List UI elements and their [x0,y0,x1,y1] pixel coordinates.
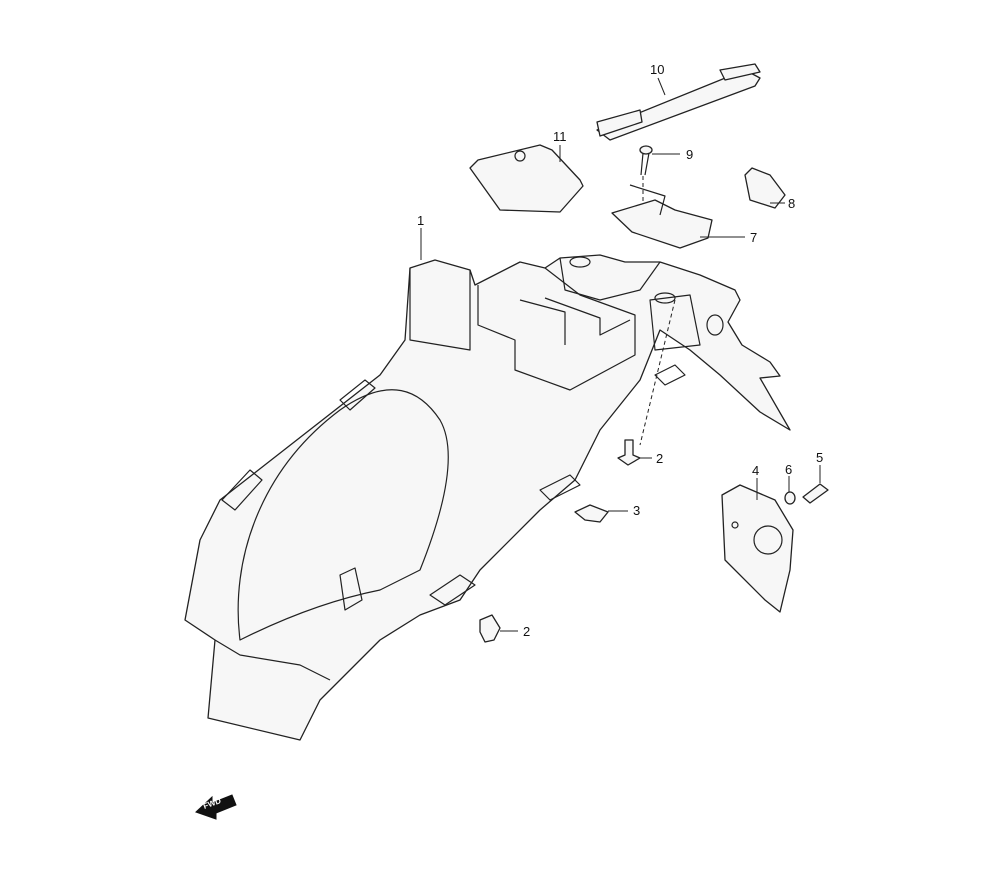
callout-3: 3 [633,503,641,518]
bolt-2b-part [479,614,501,643]
bolt-2a-part [617,439,641,466]
screw-5-part [802,483,829,504]
washer-6-part [784,491,796,505]
callout-6: 6 [785,462,793,477]
callout-8: 8 [788,196,796,211]
callout-11: 11 [553,129,567,144]
nut-3-part [574,504,609,523]
clip-8-part [744,167,786,209]
callout-4: 4 [752,463,760,478]
forward-arrow-icon [195,794,237,820]
callout-2b: 2 [523,624,531,639]
callout-1: 1 [417,213,425,228]
callout-7: 7 [750,230,758,245]
callout-5: 5 [816,450,824,465]
screw-9-part [639,145,653,176]
callout-9: 9 [686,147,694,162]
tool-bag-part [469,144,584,213]
callout-10: 10 [650,62,665,77]
bracket-7-part [611,199,713,249]
callout-2a: 2 [656,451,664,466]
rear-fender-part [184,254,791,741]
